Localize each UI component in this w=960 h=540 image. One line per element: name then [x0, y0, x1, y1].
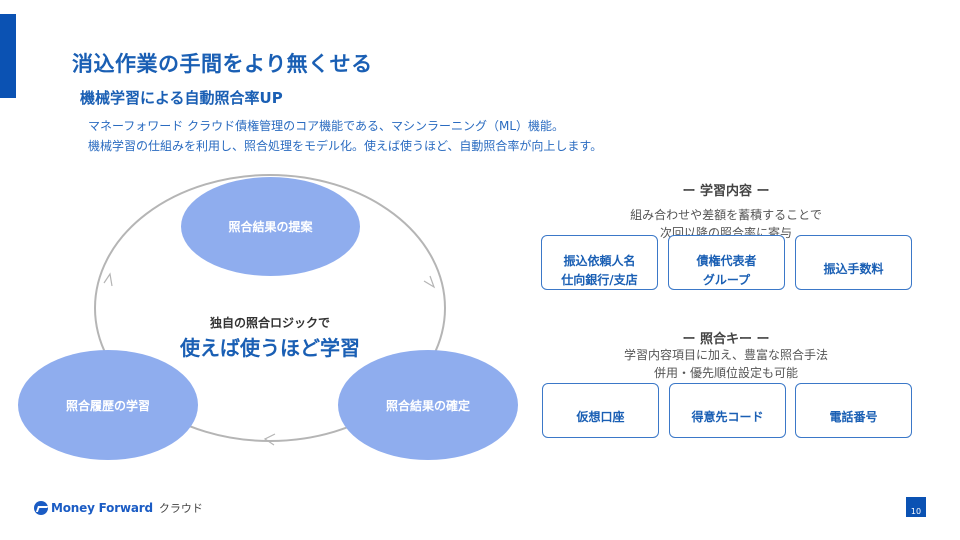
matching-key-label: 電話番号 [829, 410, 878, 424]
money-forward-logo-icon [34, 501, 48, 515]
matching-key-label: 仮想口座 [576, 410, 625, 424]
page-subtitle: 機械学習による自動照合率UP [80, 89, 283, 107]
logo-subtext: クラウド [158, 502, 203, 515]
matching-key-item: 仮想口座 [542, 383, 659, 438]
logo-text: Money Forward [51, 501, 153, 515]
matching-key-item: 得意先コード [669, 383, 786, 438]
node-match-confirm: 照合結果の確定 [338, 350, 518, 460]
learning-item-line: 振込手数料 [823, 262, 884, 276]
learning-item-line: グループ [702, 272, 751, 287]
page-number: 10 [906, 497, 926, 517]
learning-title: ー 学習内容 ー [682, 184, 770, 199]
matching-keys-title: ー 照合キー ー [682, 332, 770, 347]
page-title: 消込作業の手間をより無くせる [72, 52, 373, 76]
arrow-head-bottom [263, 433, 276, 446]
matching-keys-description: 学習内容項目に加え、豊富な照合手法 併用・優先順位設定も可能 [540, 346, 912, 382]
center-caption: 独自の照合ロジックで [209, 316, 330, 330]
arrow-head-right [423, 275, 436, 289]
matching-keys-description-line: 学習内容項目に加え、豊富な照合手法 [623, 348, 828, 362]
description: マネーフォワード クラウド債権管理のコア機能である、マシンラーニング（ML）機能… [88, 116, 602, 156]
node-match-proposal: 照合結果の提案 [181, 177, 360, 276]
learning-description-line: 組み合わせや差額を蓄積することで [630, 208, 822, 222]
learning-item-line: 債権代表者 [696, 253, 757, 268]
cycle-ring [94, 174, 446, 442]
money-forward-logo: Money Forward クラウド [34, 500, 203, 516]
accent-bar [0, 14, 16, 98]
description-line: マネーフォワード クラウド債権管理のコア機能である、マシンラーニング（ML）機能… [88, 119, 565, 133]
learning-item-line: 振込依頼人名 [563, 253, 636, 268]
matching-keys-description-line: 併用・優先順位設定も可能 [653, 366, 798, 380]
learning-item-line: 仕向銀行/支店 [561, 272, 638, 287]
learning-item: 債権代表者 グループ [668, 235, 785, 290]
learning-item: 振込手数料 [795, 235, 912, 290]
description-line: 機械学習の仕組みを利用し、照合処理をモデル化。使えば使うほど、自動照合率が向上し… [88, 139, 603, 153]
cycle-diagram [94, 174, 446, 446]
matching-key-item: 電話番号 [795, 383, 912, 438]
node-history-learning: 照合履歴の学習 [18, 350, 198, 460]
matching-key-label: 得意先コード [691, 410, 764, 424]
arrow-head-left [103, 272, 113, 287]
learning-item: 振込依頼人名 仕向銀行/支店 [541, 235, 658, 290]
center-headline: 使えば使うほど学習 [180, 336, 360, 360]
